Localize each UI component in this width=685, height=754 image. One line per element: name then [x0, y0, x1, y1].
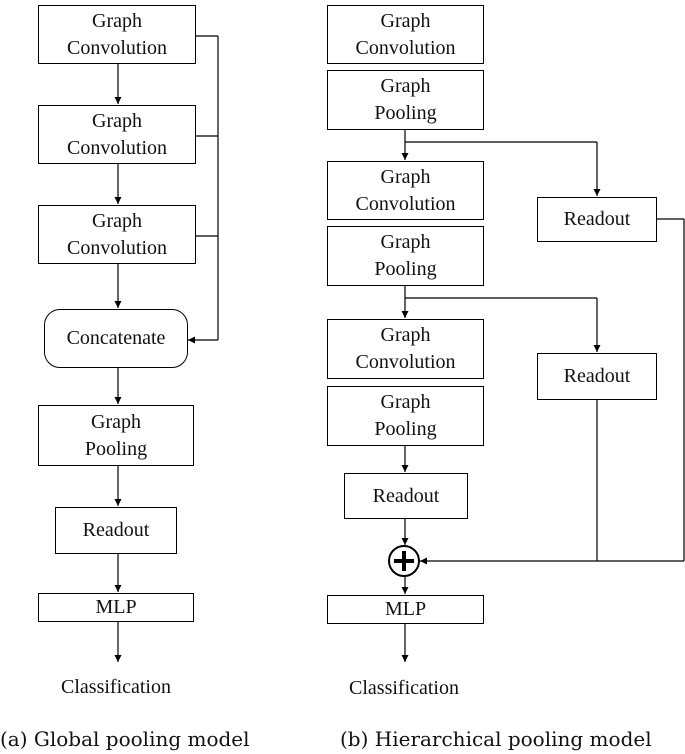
node-label-line: Readout	[82, 519, 150, 541]
graph-convolution-node: Graph Convolution	[327, 161, 484, 220]
node-label-line: Convolution	[355, 351, 456, 373]
node-label-line: Convolution	[66, 36, 167, 59]
caption-b: (b) Hierarchical pooling model	[340, 727, 652, 751]
node-label-line: Graph	[380, 9, 431, 32]
graph-convolution-node: Graph Convolution	[327, 319, 484, 379]
graph-convolution-node: Graph Convolution	[38, 205, 196, 264]
node-label-line: Graph	[380, 324, 431, 346]
node-label-line: Concatenate	[66, 327, 166, 349]
graph-pooling-node: Graph Pooling	[327, 386, 484, 446]
mlp-node: MLP	[38, 593, 194, 622]
graph-convolution-node: Graph Convolution	[38, 105, 196, 164]
node-label-line: MLP	[384, 598, 427, 620]
node-label-line: Graph	[380, 165, 431, 188]
node-label-line: Readout	[372, 484, 440, 507]
node-label-line: MLP	[95, 596, 137, 618]
node-label-line: Pooling	[374, 418, 437, 440]
graph-pooling-node: Graph Pooling	[327, 226, 484, 286]
node-label-line: Graph	[92, 9, 142, 32]
readout-node: Readout	[55, 507, 177, 554]
node-label-line: Graph	[92, 109, 142, 132]
node-label-line: Convolution	[66, 136, 167, 159]
node-label-line: Graph	[92, 209, 142, 232]
node-label-line: Graph	[380, 75, 431, 97]
concatenate-node: Concatenate	[44, 309, 188, 368]
node-label-line: Pooling	[374, 258, 437, 280]
readout-node: Readout	[537, 197, 657, 242]
node-label-line: Graph	[380, 391, 431, 413]
graph-convolution-node: Graph Convolution	[38, 5, 196, 64]
node-label-line: Convolution	[66, 236, 167, 259]
node-label-line: Convolution	[355, 36, 456, 59]
node-label-line: Graph	[380, 231, 431, 253]
caption-a: (a) Global pooling model	[0, 727, 250, 751]
node-label-line: Pooling	[84, 437, 148, 460]
graph-pooling-node: Graph Pooling	[327, 70, 484, 130]
readout-node: Readout	[344, 473, 468, 519]
classification-output-label: Classification	[61, 676, 171, 698]
node-label-line: Pooling	[374, 102, 437, 124]
node-label-line: Graph	[91, 410, 141, 433]
readout-node: Readout	[537, 353, 657, 400]
graph-pooling-node: Graph Pooling	[38, 405, 194, 466]
plus-icon	[388, 545, 420, 577]
graph-convolution-node: Graph Convolution	[327, 5, 484, 64]
node-label-line: Convolution	[355, 192, 456, 215]
classification-output-label: Classification	[349, 677, 459, 699]
node-label-line: Readout	[563, 365, 631, 387]
node-label-line: Readout	[563, 208, 631, 230]
mlp-node: MLP	[327, 595, 484, 624]
